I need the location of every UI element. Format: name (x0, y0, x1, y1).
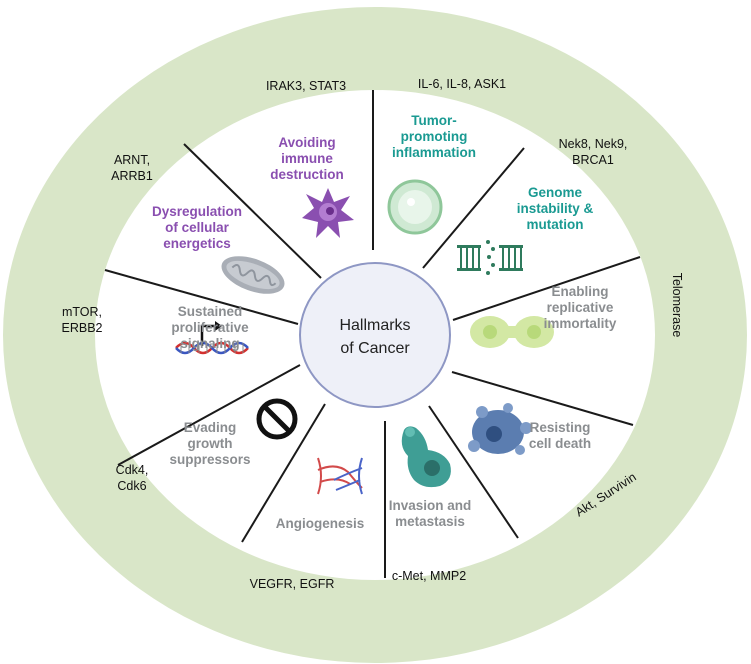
gene-label-line: ERBB2 (62, 321, 103, 335)
segment-divider-7 (241, 403, 326, 543)
segment-label-line: Genome (528, 185, 583, 200)
immune-cell-icon (387, 179, 443, 235)
prohibited-icon (256, 398, 298, 440)
segment-divider-2 (422, 147, 525, 269)
segment-label-line: Evading (184, 420, 237, 435)
segment-label-line: Avoiding (278, 135, 335, 150)
apoptotic-cell-icon (468, 403, 532, 455)
segment-label-line: metastasis (395, 514, 465, 529)
segment-label-line: Enabling (552, 284, 609, 299)
segment-divider-5 (428, 405, 519, 539)
gene-label-8: Cdk4, Cdk6 (116, 463, 149, 493)
segment-label-line: instability & (517, 201, 594, 216)
segment-label-line: Sustained (178, 304, 243, 319)
gene-label-line: c-Met, MMP2 (392, 569, 466, 583)
dna-break-icon (457, 240, 523, 275)
gene-label-line: IL-6, IL-8, ASK1 (418, 77, 506, 91)
gene-label-line: ARNT, (114, 153, 150, 167)
center-circle (299, 262, 451, 408)
segment-label-line: Dysregulation (152, 204, 242, 219)
segment-dividers (104, 90, 641, 578)
segment-divider-8 (117, 364, 301, 466)
gene-label-line: IRAK3, STAT3 (266, 79, 346, 93)
center-title-line-2: of Cancer (340, 340, 410, 357)
segment-label-line: Angiogenesis (276, 516, 365, 531)
gene-label-line: Cdk4, (116, 463, 149, 477)
gene-label-line: BRCA1 (572, 153, 614, 167)
gene-dna-icon (175, 321, 249, 355)
segment-label-line: immune (281, 151, 333, 166)
segment-label-line: energetics (163, 236, 231, 251)
segment-divider-10 (183, 143, 322, 279)
segment-label-line: growth (188, 436, 233, 451)
segment-label-line: mutation (527, 217, 584, 232)
gene-label-1: IRAK3, STAT3 (266, 79, 346, 93)
segment-label-line: Tumor- (411, 113, 457, 128)
segment-label-line: proliferative (171, 320, 249, 335)
gene-label-2: IL-6, IL-8, ASK1 (418, 77, 506, 91)
gene-label-line: VEGFR, EGFR (250, 577, 335, 591)
segment-label-line: Resisting (530, 420, 591, 435)
segment-label-line: signaling (180, 336, 239, 351)
gene-label-line: Telomerase (670, 273, 684, 338)
segment-label-line: destruction (270, 167, 344, 182)
segment-divider-9 (104, 269, 299, 325)
segment-label-line: immortality (544, 316, 617, 331)
dendritic-cell-icon (302, 188, 354, 238)
gene-label-4: Telomerase (670, 273, 684, 338)
gene-label-line: Nek8, Nek9, (559, 137, 628, 151)
segment-label-line: replicative (547, 300, 614, 315)
gene-label-line: ARRB1 (111, 169, 153, 183)
segment-label-line: of cellular (165, 220, 230, 235)
segment-label-line: cell death (529, 436, 591, 451)
gene-label-line: mTOR, (62, 305, 102, 319)
segment-divider-4 (451, 371, 634, 426)
segment-label-line: Invasion and (389, 498, 472, 513)
segment-label-line: promoting (401, 129, 468, 144)
gene-label-6: c-Met, MMP2 (392, 569, 466, 583)
segment-divider-3 (452, 256, 641, 321)
dividing-cell-icon (470, 316, 554, 348)
blood-vessel-icon (317, 457, 363, 495)
gene-label-7: VEGFR, EGFR (250, 577, 335, 591)
gene-label-10: ARNT, ARRB1 (111, 153, 153, 183)
gene-label-3: Nek8, Nek9, BRCA1 (559, 137, 628, 167)
mitochondrion-icon (221, 256, 285, 294)
gene-label-9: mTOR, ERBB2 (62, 305, 103, 335)
gene-label-line: Cdk6 (117, 479, 146, 493)
segment-label-line: suppressors (169, 452, 250, 467)
segment-label-line: inflammation (392, 145, 476, 160)
metastatic-cell-icon (401, 426, 451, 488)
segment-label-7: Angiogenesis (276, 516, 365, 531)
center-title-line-1: Hallmarks (339, 317, 410, 334)
